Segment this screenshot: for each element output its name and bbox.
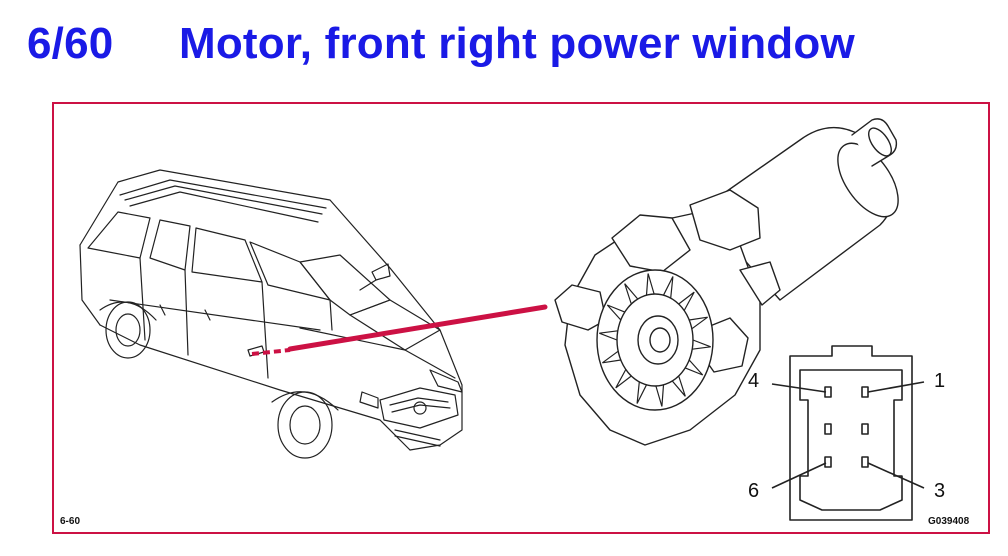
figure-id: G039408 xyxy=(928,516,970,527)
page-title: 6/60 Motor, front right power window xyxy=(27,14,855,74)
pin-label-1: 1 xyxy=(934,370,946,392)
gear-tooth xyxy=(624,283,639,305)
gear-tooth xyxy=(655,384,665,407)
car-icon xyxy=(79,169,463,459)
gear-tooth xyxy=(606,304,626,321)
gear-tooth xyxy=(615,369,632,389)
gear-tooth xyxy=(599,330,618,341)
pin-label-3: 3 xyxy=(934,480,946,502)
leader-line xyxy=(251,304,548,356)
gear-tooth xyxy=(671,375,686,397)
diagram-frame xyxy=(52,102,990,534)
gear-tooth xyxy=(692,339,711,350)
component-title: Motor, front right power window xyxy=(179,19,855,68)
diagram-ref-code: 6-60 xyxy=(60,516,81,527)
gear-tooth xyxy=(602,350,621,364)
gear-tooth xyxy=(662,276,674,299)
pin-label-6: 6 xyxy=(748,480,760,502)
gear-tooth xyxy=(684,359,704,376)
power-window-motor-icon xyxy=(554,118,899,446)
gear-tooth xyxy=(636,381,648,404)
pin-label-4: 4 xyxy=(748,370,760,392)
component-code: 6/60 xyxy=(27,19,114,68)
gear-tooth xyxy=(645,273,655,296)
connector-pinout-icon xyxy=(771,345,925,521)
gear-tooth xyxy=(678,291,695,311)
gear-tooth xyxy=(689,316,708,330)
gear-teeth xyxy=(599,273,711,407)
